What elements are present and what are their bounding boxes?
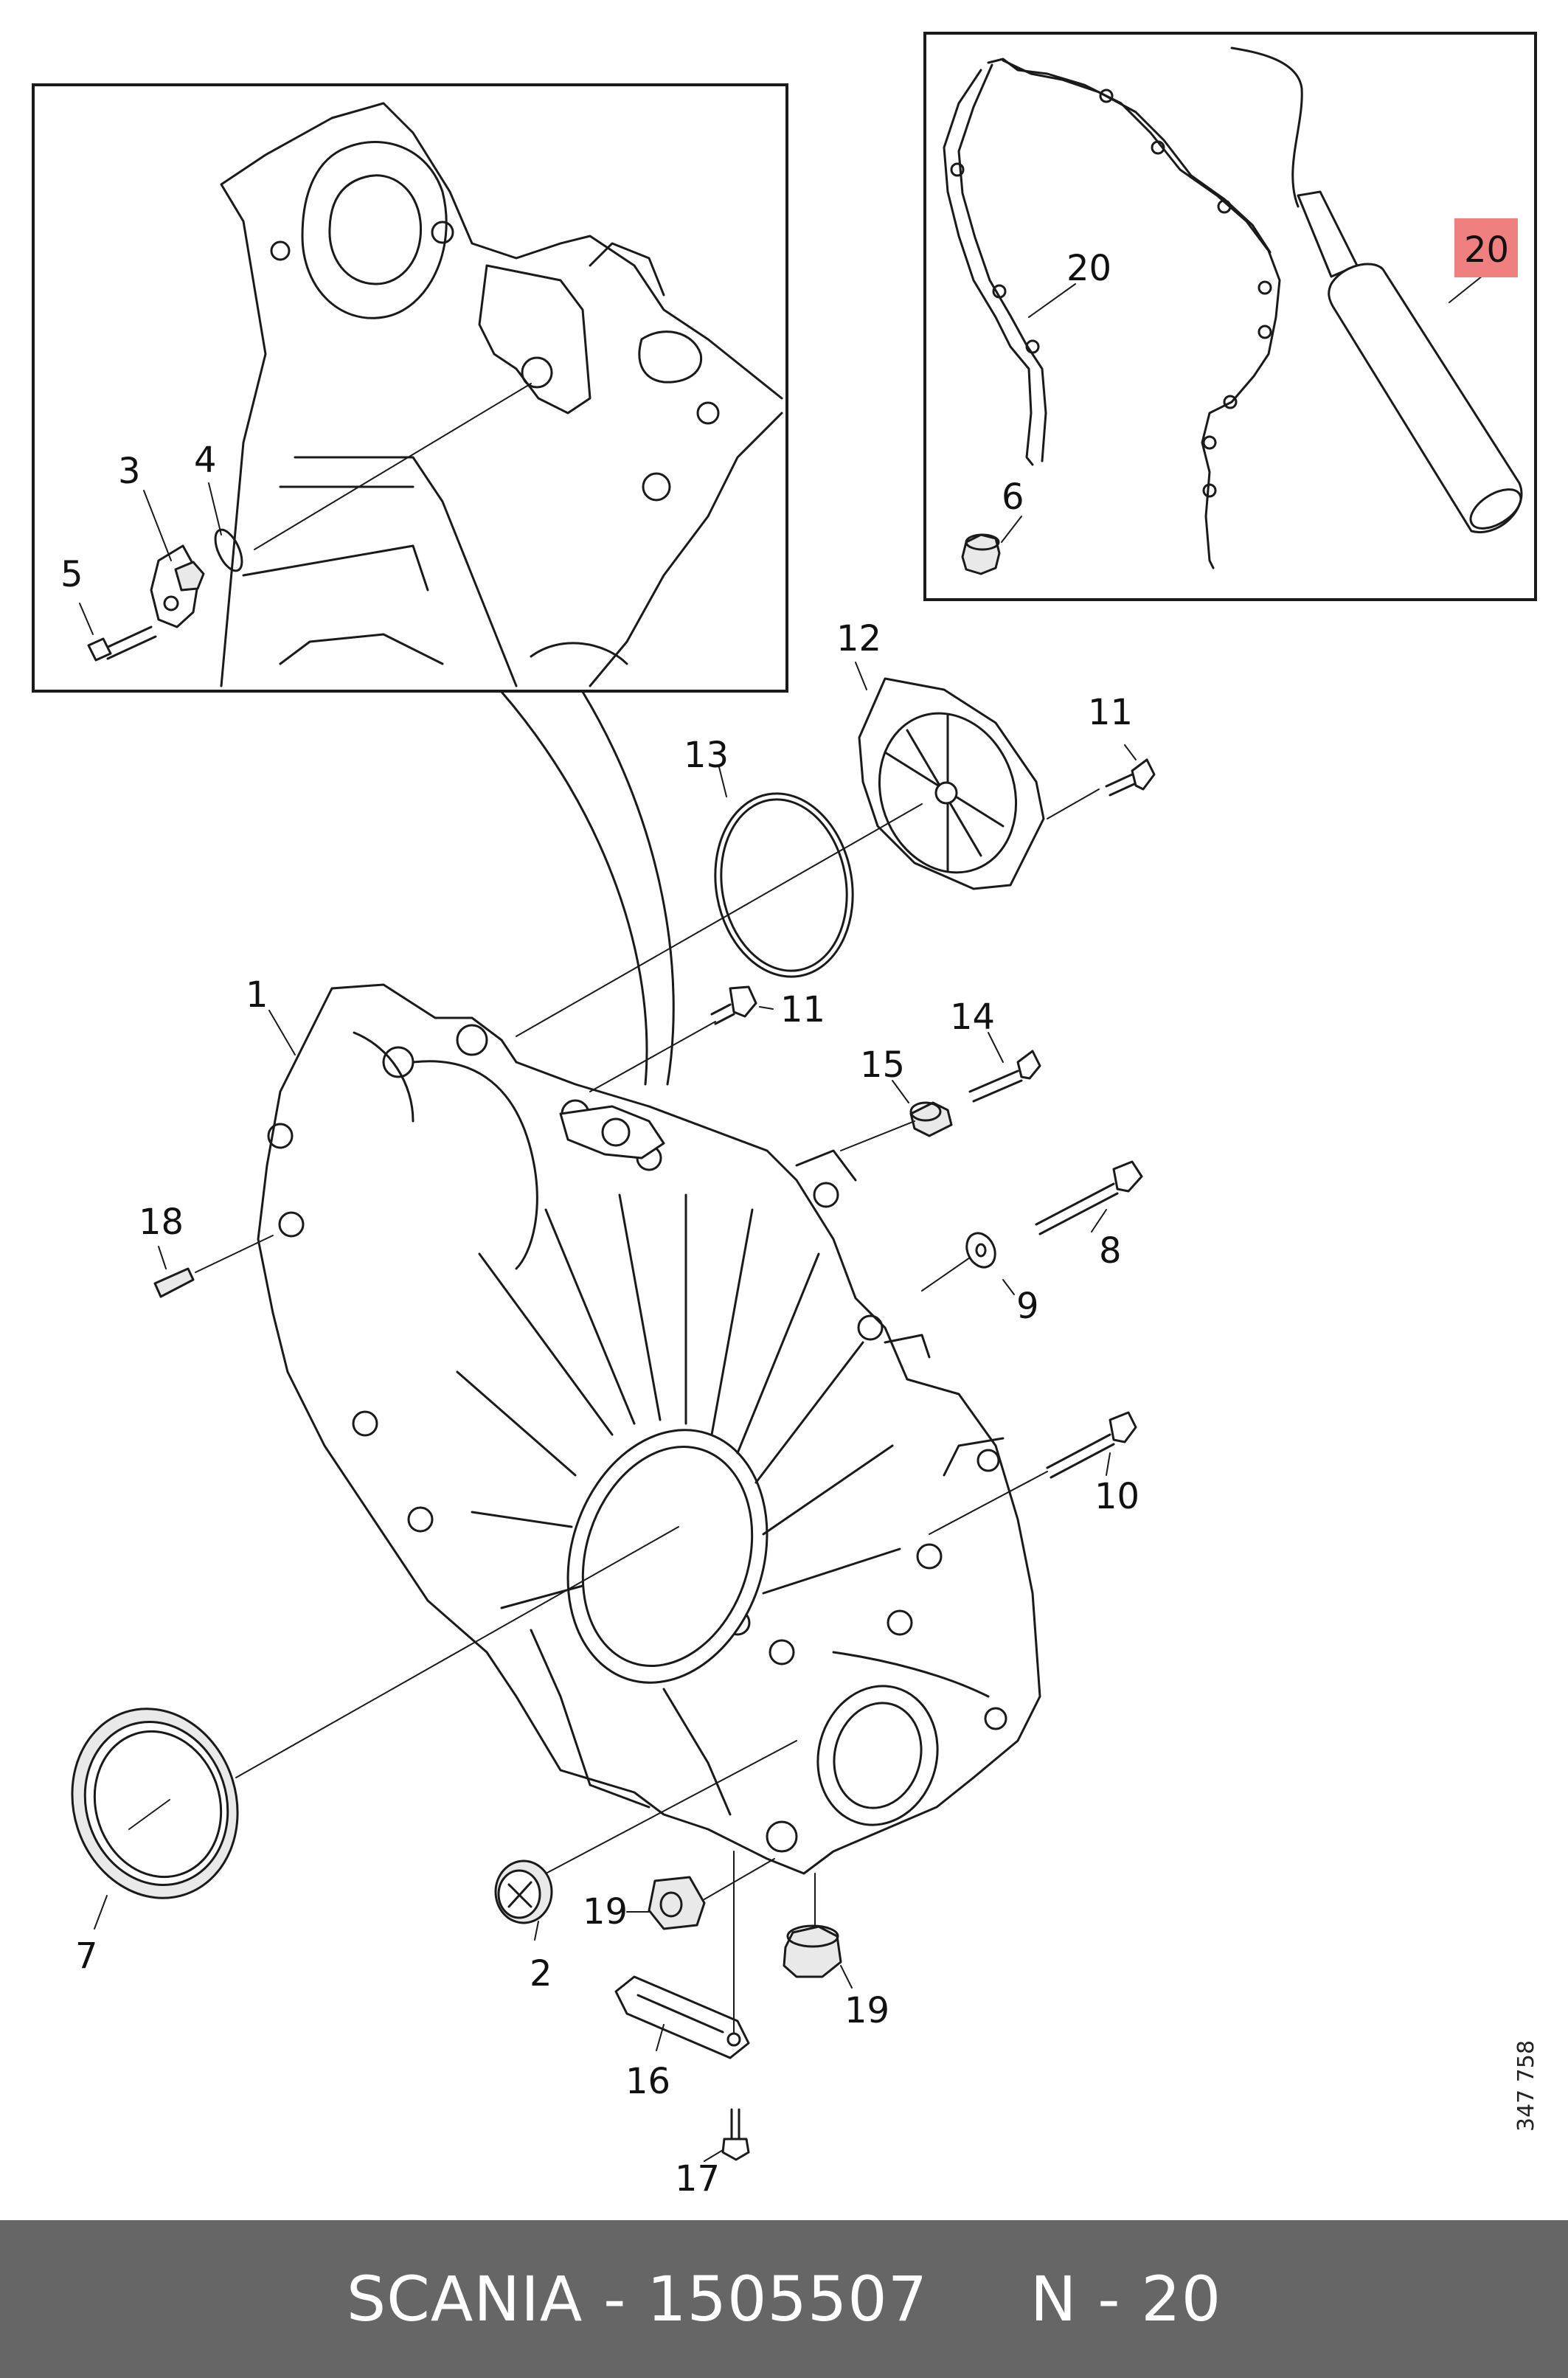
footer-brand: SCANIA — [346, 2263, 583, 2335]
callout-4: 4 — [194, 440, 217, 481]
gasket-kit-inset — [923, 32, 1537, 601]
callout-11-middle: 11 — [780, 989, 825, 1030]
callout-10: 10 — [1095, 1476, 1139, 1517]
footer-caption: SCANIA - 1505507 N - 20 — [347, 2263, 1221, 2335]
cover-part-12 — [858, 677, 1045, 890]
o-ring-part-13 — [714, 792, 854, 978]
sealant-tube-part-20 — [1230, 46, 1523, 533]
flywheel-housing-part-1 — [257, 983, 1041, 1875]
seal-ring-part-7 — [71, 1708, 239, 1899]
callout-19-left: 19 — [583, 1891, 628, 1932]
highlight-part-20 — [1454, 218, 1518, 277]
cap-part-2 — [494, 1859, 553, 1924]
plug-part-19-left — [648, 1876, 706, 1930]
bolt-part-17 — [721, 2108, 750, 2161]
bolt-part-11-middle — [710, 985, 757, 1025]
pin-part-18 — [153, 1267, 195, 1298]
detail-connector — [500, 690, 648, 1086]
o-ring-part-4 — [214, 528, 243, 572]
callout-16: 16 — [625, 2061, 670, 2102]
bolt-part-8 — [1035, 1160, 1143, 1235]
gasket-part-16 — [614, 1975, 750, 2059]
callout-11-upper: 11 — [1088, 692, 1133, 733]
exploded-parts-diagram: 1 2 3 4 5 6 7 8 9 10 11 11 12 13 14 15 1… — [32, 32, 1537, 2200]
callout-12: 12 — [836, 618, 881, 659]
callout-7: 7 — [75, 1935, 98, 1977]
footer-position: N - 20 — [1030, 2263, 1222, 2335]
drawing-number: 347 758 — [1513, 2039, 1539, 2132]
callout-8: 8 — [1099, 1230, 1122, 1272]
plug-part-6 — [961, 533, 1001, 575]
spacer-part-15 — [909, 1101, 953, 1137]
bolt-part-11-upper — [1105, 758, 1156, 797]
callout-18: 18 — [139, 1202, 184, 1243]
callout-13: 13 — [684, 735, 729, 776]
callout-20-gasket: 20 — [1066, 248, 1111, 289]
callout-5: 5 — [60, 554, 83, 595]
callout-15: 15 — [860, 1044, 905, 1086]
callout-17: 17 — [675, 2158, 720, 2200]
callout-1: 1 — [246, 974, 268, 1016]
footer-part-number: 1505507 — [647, 2263, 929, 2335]
callout-6: 6 — [1002, 476, 1024, 518]
washer-part-9 — [965, 1232, 996, 1269]
footer-bar: SCANIA - 1505507 N - 20 — [0, 2220, 1568, 2378]
callout-9: 9 — [1016, 1286, 1039, 1327]
detail-inset — [32, 83, 788, 693]
callout-19-right: 19 — [844, 1990, 889, 2031]
bolt-part-14 — [968, 1050, 1041, 1103]
callout-3: 3 — [118, 451, 141, 492]
bolt-part-10 — [1046, 1411, 1137, 1479]
plug-part-19-right — [783, 1924, 842, 1978]
callout-2: 2 — [530, 1953, 552, 1994]
callout-labels: 1 2 3 4 5 6 7 8 9 10 11 11 12 13 14 15 1… — [60, 229, 1509, 2200]
footer-separator: - — [603, 2263, 627, 2335]
callout-14: 14 — [950, 996, 995, 1038]
bolt-part-5 — [87, 625, 157, 662]
gasket-part-20 — [987, 58, 1281, 569]
callout-20-sealant: 20 — [1464, 229, 1509, 271]
